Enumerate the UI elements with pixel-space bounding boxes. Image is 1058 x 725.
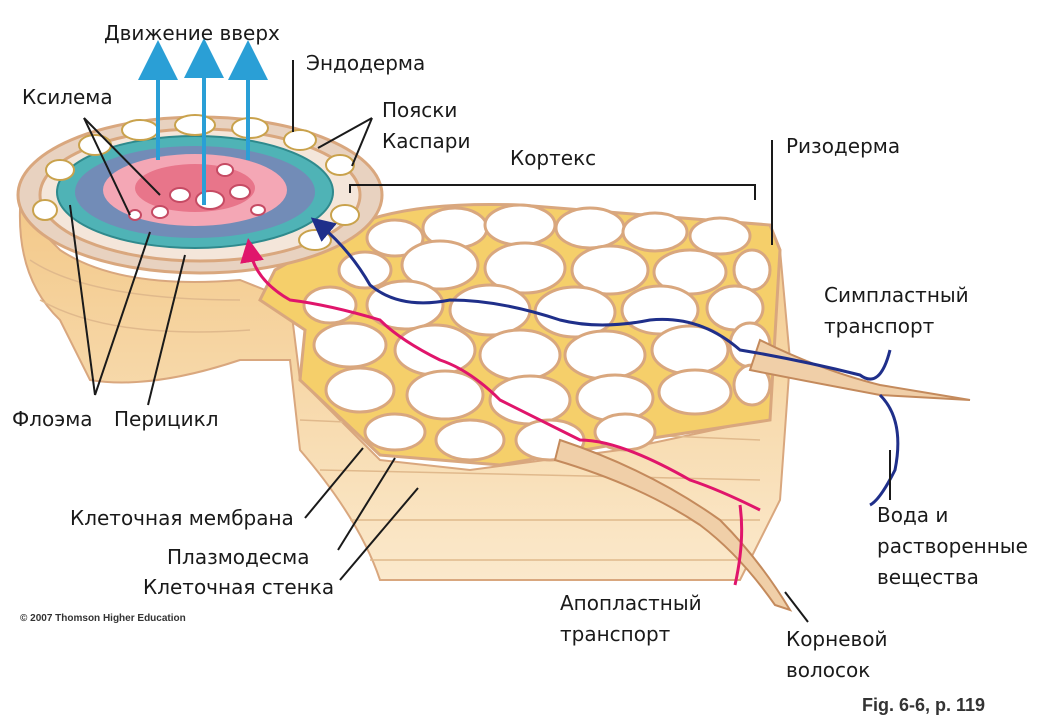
plasmodesma-leader bbox=[337, 457, 396, 551]
water-label-line2: растворенные bbox=[877, 534, 1028, 558]
water-label-line1: Вода и bbox=[877, 503, 949, 527]
root-hair-leader bbox=[784, 591, 809, 623]
pericycle-leader bbox=[147, 254, 186, 406]
plasmodesma-label: Плазмодесма bbox=[167, 545, 310, 569]
upward-movement-label: Движение вверх bbox=[104, 21, 280, 45]
stele bbox=[16, 114, 384, 275]
apoplast-label-line1: Апопластный bbox=[560, 591, 702, 615]
copyright-text: © 2007 Thomson Higher Education bbox=[20, 613, 186, 624]
xylem-leader bbox=[83, 117, 131, 216]
cell-wall-leader bbox=[339, 487, 419, 581]
cell-wall-label: Клеточная стенка bbox=[143, 575, 335, 599]
cortex-label: Кортекс bbox=[510, 146, 597, 170]
root-hair-label-line2: волосок bbox=[786, 658, 871, 682]
cortex-bracket bbox=[349, 184, 756, 200]
water-label-line3: вещества bbox=[877, 565, 979, 589]
root-hair-label-line1: Корневой bbox=[786, 627, 888, 651]
cortex-cells bbox=[302, 203, 772, 462]
leader-lines bbox=[69, 60, 891, 623]
casparian-strips-label-line1: Пояски bbox=[382, 98, 458, 122]
symplast-label-line2: транспорт bbox=[824, 314, 935, 338]
apoplast-entry-path bbox=[733, 504, 744, 586]
root-hairs bbox=[553, 338, 971, 612]
symplast-entry-path bbox=[869, 393, 900, 507]
phloem-leader bbox=[69, 204, 96, 396]
figure-reference: Fig. 6-6, p. 119 bbox=[862, 695, 986, 715]
cell-membrane-label: Клеточная мембрана bbox=[70, 506, 294, 530]
membrane-leader bbox=[304, 447, 364, 519]
apoplast-label-line2: транспорт bbox=[560, 622, 671, 646]
xylem-leader bbox=[83, 117, 161, 196]
apoplast-path bbox=[240, 238, 761, 512]
casparian-leader bbox=[351, 117, 373, 167]
pericycle-label: Перицикл bbox=[114, 407, 219, 431]
xylem-label: Ксилема bbox=[22, 85, 113, 109]
casparian-leader bbox=[317, 117, 373, 149]
phloem-leader bbox=[94, 231, 151, 396]
endodermis-label: Эндодерма bbox=[306, 51, 426, 75]
upward-arrows bbox=[138, 38, 268, 205]
cortex-top-surface bbox=[258, 202, 782, 467]
casparian-strips-label-line2: Каспари bbox=[382, 129, 471, 153]
phloem-label: Флоэма bbox=[12, 407, 93, 431]
symplast-label-line1: Симпластный bbox=[824, 283, 969, 307]
rhizodermis-label: Ризодерма bbox=[786, 134, 901, 158]
symplast-path bbox=[310, 217, 892, 381]
endodermis-ring bbox=[32, 114, 360, 251]
